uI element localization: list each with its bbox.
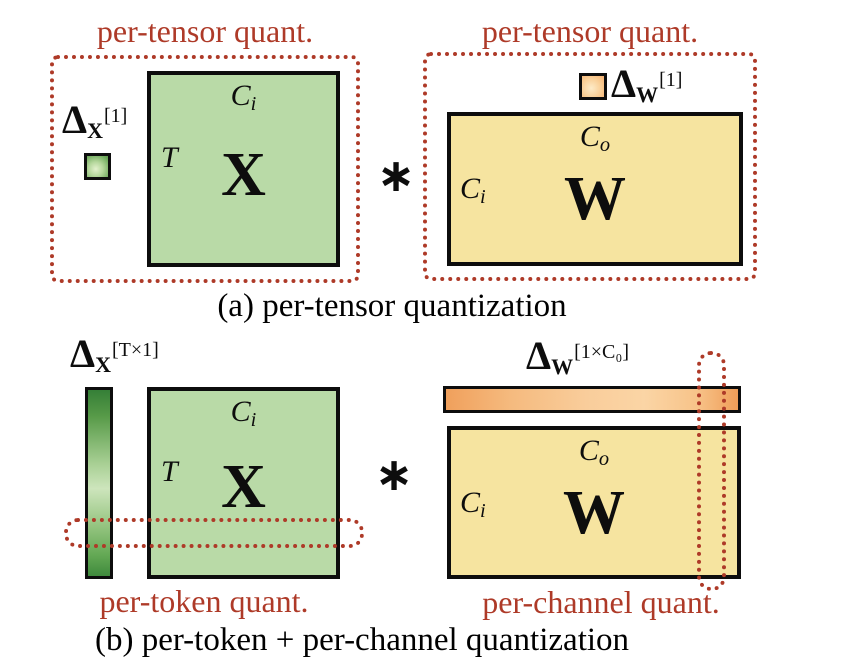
delta-superscript: [1] bbox=[103, 105, 128, 127]
weight-scale-swatch bbox=[579, 73, 607, 100]
delta-subscript: X bbox=[95, 351, 111, 377]
delta-superscript: [T×1] bbox=[111, 339, 159, 361]
delta-w-scale-label-b: ΔW[1×C₀] bbox=[526, 336, 629, 378]
per-token-scale-bar bbox=[85, 387, 113, 579]
per-channel-column-highlight bbox=[697, 351, 726, 591]
delta-symbol: Δ bbox=[70, 331, 96, 376]
delta-superscript: [1×C₀] bbox=[574, 341, 629, 363]
delta-subscript: X bbox=[87, 117, 103, 143]
matrix-side-dim-label: T bbox=[161, 455, 178, 488]
per-channel-scale-bar bbox=[443, 386, 741, 413]
caption-a: (a) per-tensor quantization bbox=[217, 288, 567, 324]
matrix-top-dim-label: Co bbox=[578, 434, 610, 471]
delta-superscript: [1] bbox=[659, 69, 683, 91]
per-token-quant-label: per-token quant. bbox=[99, 583, 309, 619]
matrix-top-dim-label: Ci bbox=[230, 395, 257, 432]
delta-w-scale-label-a: ΔW[1] bbox=[611, 64, 682, 106]
delta-subscript: W bbox=[551, 353, 574, 379]
activation-scale-swatch bbox=[84, 153, 111, 180]
per-tensor-label-activation: per-tensor quant. bbox=[96, 13, 314, 49]
per-token-row-highlight bbox=[64, 518, 364, 548]
matrix-name-label: W bbox=[563, 478, 625, 547]
delta-x-scale-label-a: ΔX[1] bbox=[62, 100, 127, 142]
matrix-side-dim-label: Ci bbox=[460, 486, 486, 523]
multiply-operator-a: ∗ bbox=[376, 148, 416, 202]
per-channel-quant-label: per-channel quant. bbox=[482, 584, 720, 620]
matrix-side-dim-label: T bbox=[161, 141, 178, 174]
caption-b: (b) per-token + per-channel quantization bbox=[94, 622, 630, 658]
matrix-name-label: X bbox=[221, 140, 266, 209]
per-tensor-dotted-box-weight bbox=[423, 52, 757, 281]
weight-matrix-b: Co Ci W bbox=[447, 426, 741, 579]
multiply-operator-b: ∗ bbox=[374, 447, 414, 501]
per-tensor-dotted-box-activation bbox=[50, 55, 360, 283]
matrix-top-dim-label: Ci bbox=[230, 79, 257, 116]
matrix-name-label: W bbox=[564, 165, 626, 234]
activation-matrix-a: Ci T X bbox=[147, 71, 340, 267]
delta-symbol: Δ bbox=[611, 61, 637, 106]
matrix-top-dim-label: Co bbox=[579, 120, 611, 157]
matrix-side-dim-label: Ci bbox=[460, 172, 486, 209]
matrix-name-label: X bbox=[221, 452, 266, 521]
delta-subscript: W bbox=[636, 81, 659, 107]
delta-x-scale-label-b: ΔX[T×1] bbox=[70, 334, 159, 376]
weight-matrix-a: Co Ci W bbox=[447, 112, 743, 266]
delta-symbol: Δ bbox=[62, 97, 88, 142]
delta-symbol: Δ bbox=[526, 333, 552, 378]
activation-matrix-b: Ci T X bbox=[147, 387, 340, 579]
per-tensor-label-weight: per-tensor quant. bbox=[481, 13, 699, 49]
